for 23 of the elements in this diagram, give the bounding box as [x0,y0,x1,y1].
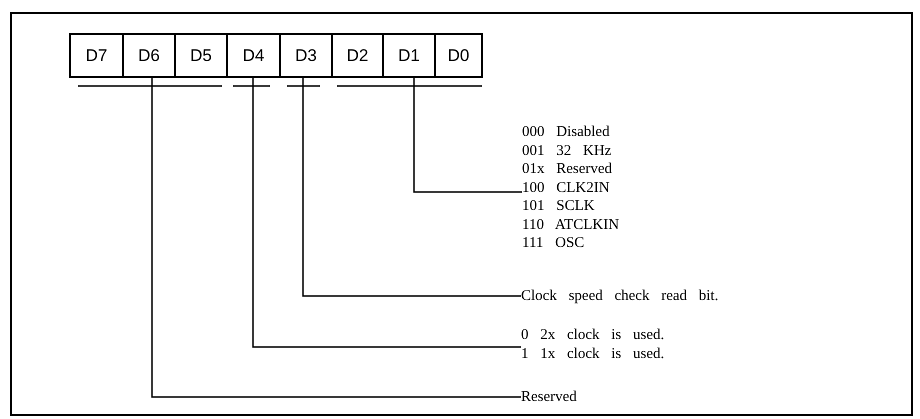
leader-line [413,78,522,193]
bit-cell: D6 [122,33,176,78]
leader-line [302,78,521,297]
bit-cell: D3 [279,33,333,78]
value-row-text: 100 CLK2IN [522,178,611,197]
value-row-text: 101 SCLK [522,197,596,216]
value-row: 110 ATCLKIN [522,216,620,234]
description-text: Clock speed check read bit. [521,287,718,306]
value-row-text: 111 OSC [522,234,586,252]
value-row-text: 01x Reserved [522,160,614,178]
value-row: 1 1x clock is used. [521,344,664,363]
bit-cell: D5 [174,33,228,78]
bit-cell: D2 [331,33,384,78]
bit-cell: D7 [69,33,124,78]
leader-line [151,78,521,398]
bit-cell: D4 [226,33,281,78]
bit-cell: D0 [434,33,483,78]
value-row: 0 2x clock is used. [521,326,664,344]
value-row-text: 001 32 KHz [522,142,612,160]
leader-line [252,78,521,348]
bit-cell: D1 [382,33,436,78]
value-row-text: 000 Disabled [522,123,611,142]
description-text: Reserved [521,388,577,406]
